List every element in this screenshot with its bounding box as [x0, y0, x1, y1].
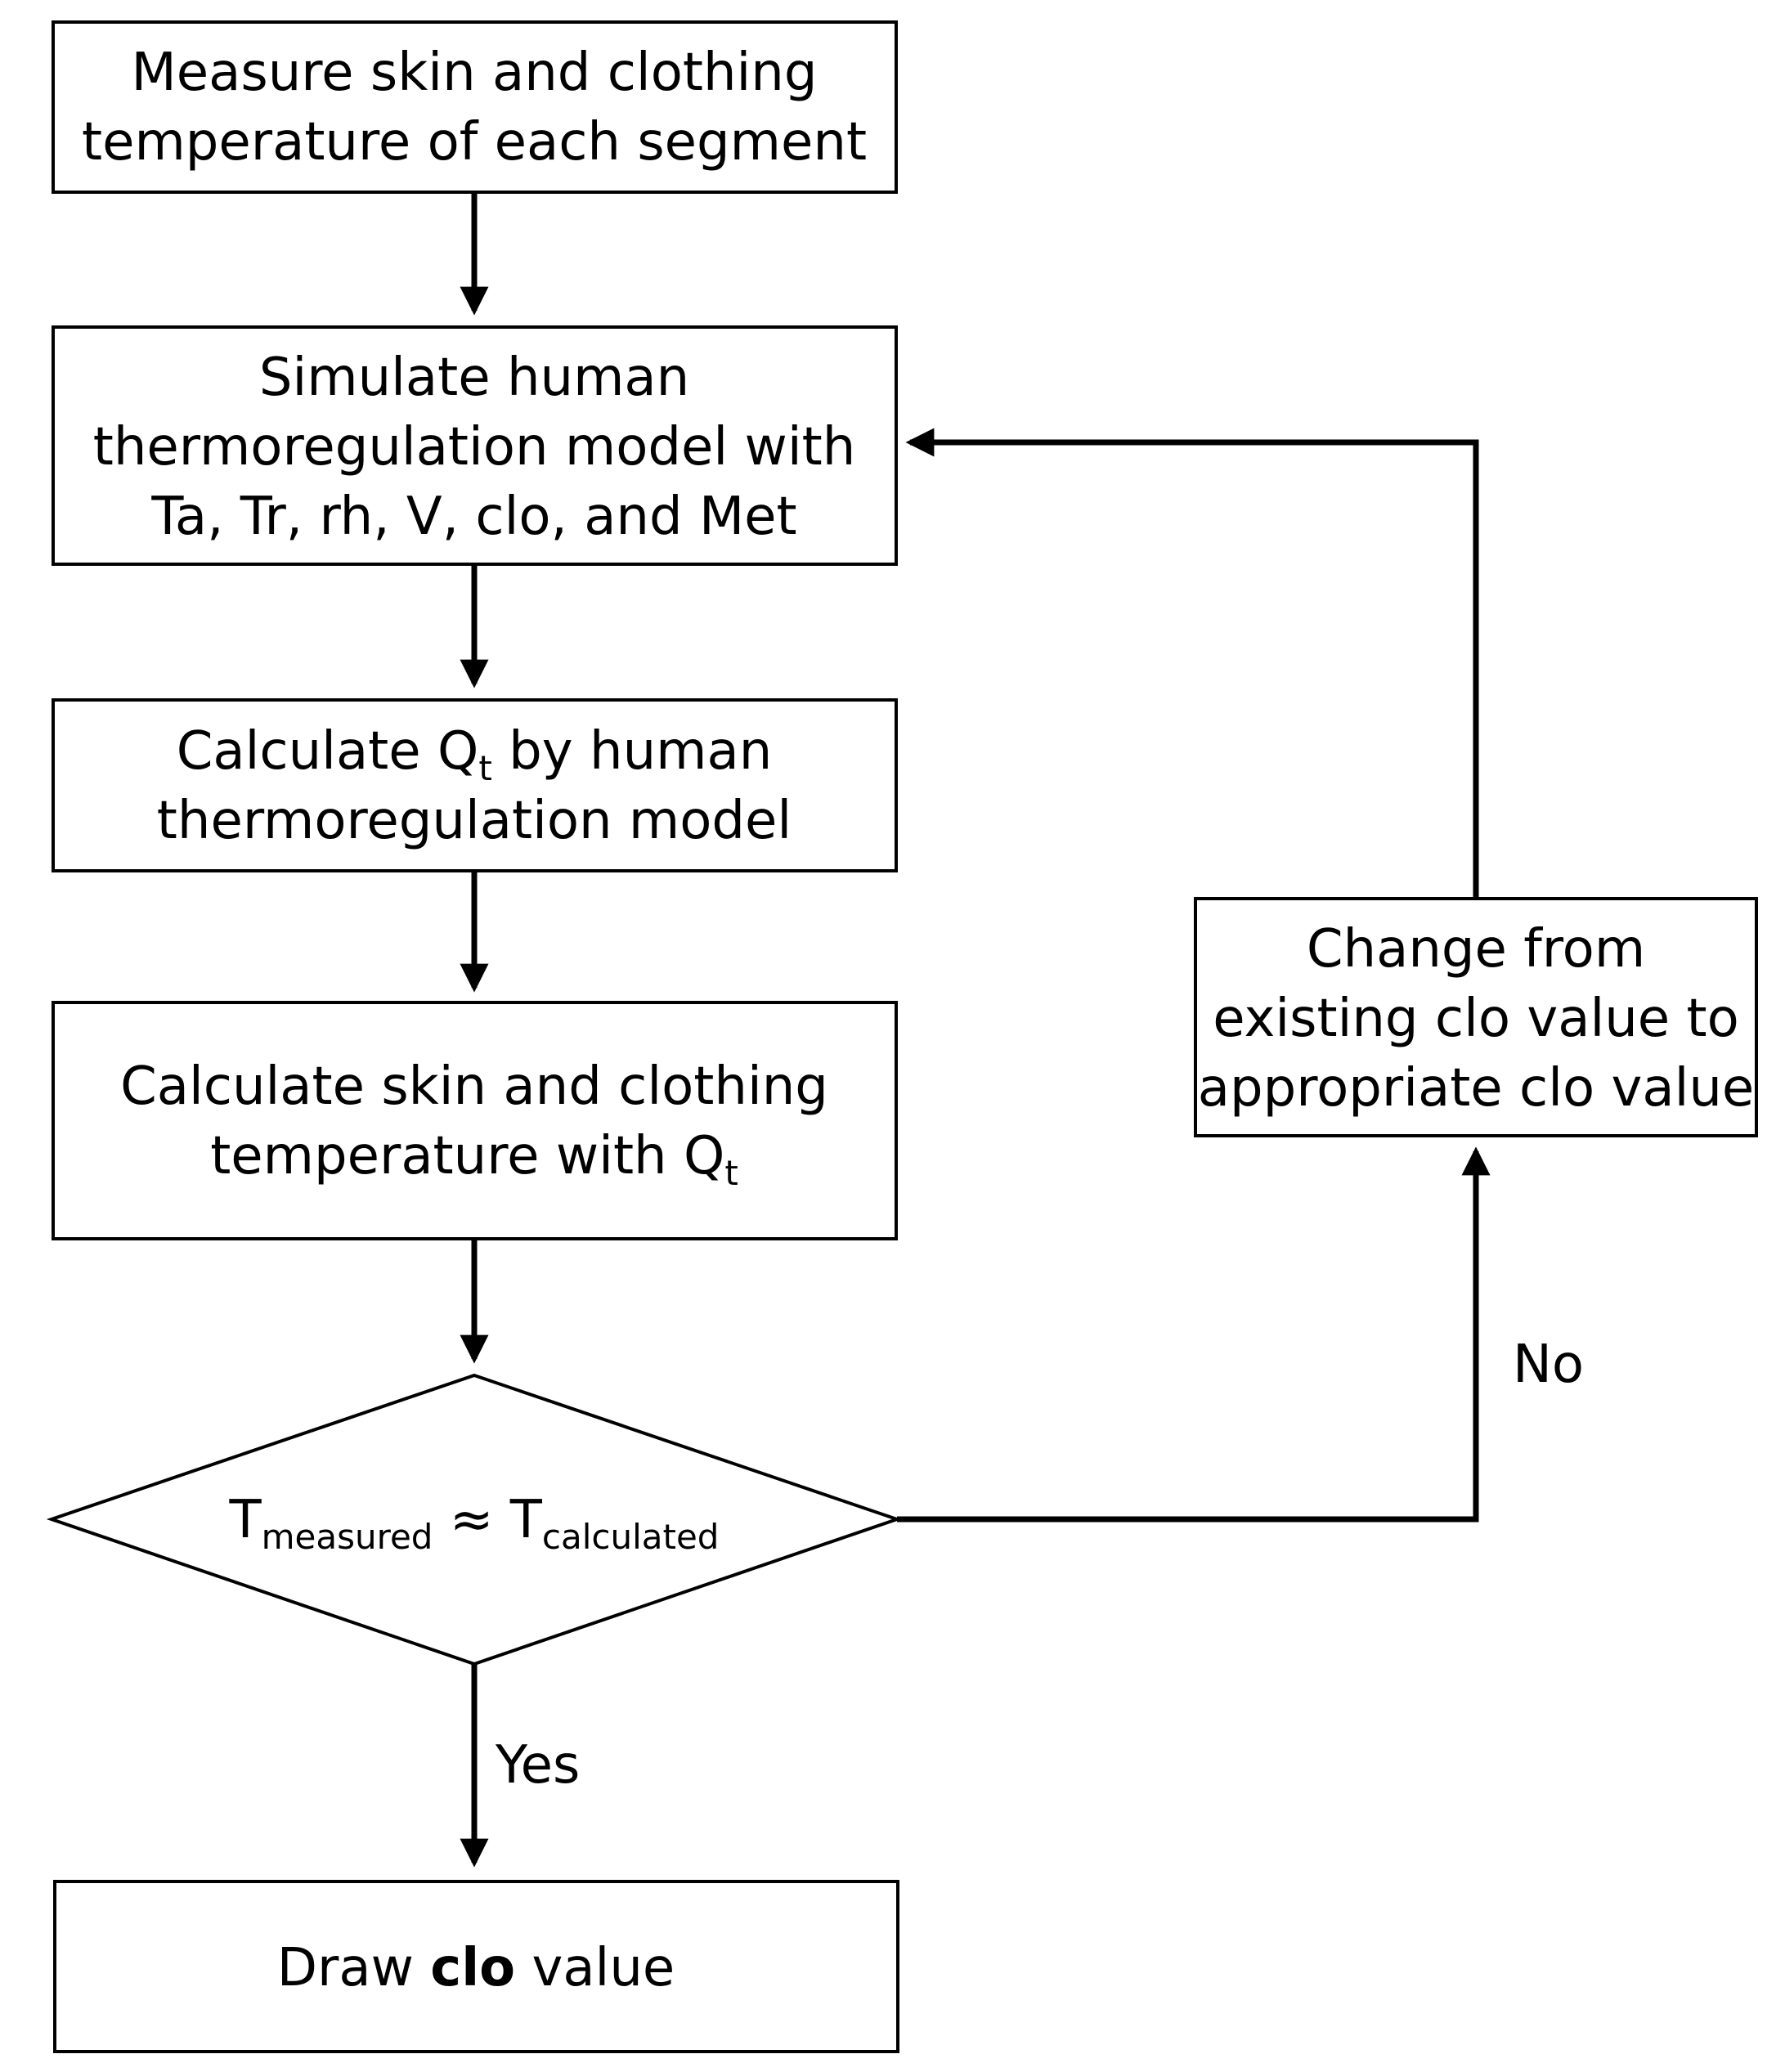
- decision-approx-symbol: ≈: [433, 1490, 509, 1550]
- edge-label-no: No: [1513, 1334, 1584, 1395]
- decision-condition: Tmeasured ≈ Tcalculated: [229, 1490, 720, 1557]
- step-draw-box: Draw clo value: [53, 1880, 899, 2053]
- step-simulate-box: Simulate human thermoregulation model wi…: [52, 325, 898, 566]
- decision-t1-subscript: measured: [262, 1517, 433, 1557]
- decision-t2-subscript: calculated: [542, 1517, 720, 1557]
- draw-suffix: value: [515, 1938, 675, 1998]
- arrow-change-to-simulate: [905, 428, 1479, 897]
- calc-qt-prefix: Calculate Q: [177, 721, 479, 782]
- decision-t2: T: [509, 1490, 543, 1550]
- step-change-box: Change from existing clo value to approp…: [1194, 897, 1758, 1137]
- step-calc-temp-box: Calculate skin and clothing temperature …: [52, 1001, 898, 1240]
- calc-temp-subscript: t: [724, 1153, 738, 1193]
- calc-temp-prefix: temperature with Q: [210, 1126, 724, 1186]
- connectors: [460, 192, 1491, 1868]
- step-measure-line2: temperature of each segment: [82, 112, 867, 173]
- step-calc-temp-line1: Calculate skin and clothing: [120, 1056, 828, 1117]
- step-change-line3: appropriate clo value: [1198, 1058, 1755, 1119]
- arrow-decision-no-to-change: [897, 1146, 1491, 1523]
- step-measure-box: Measure skin and clothing temperature of…: [52, 20, 898, 194]
- step-calc-qt-box: Calculate Qt by human thermoregulation m…: [52, 698, 898, 872]
- step-draw-label: Draw clo value: [277, 1938, 675, 1998]
- decision-diamond: Tmeasured ≈ Tcalculated: [46, 1373, 903, 1666]
- draw-prefix: Draw: [277, 1938, 431, 1998]
- step-change-line1: Change from: [1307, 919, 1645, 980]
- calc-qt-suffix: by human: [492, 721, 772, 782]
- step-simulate-line2: thermoregulation model with: [93, 417, 856, 478]
- step-calc-qt-line1: Calculate Qt by human: [177, 721, 773, 788]
- edge-label-yes: Yes: [495, 1735, 580, 1796]
- draw-bold-clo: clo: [430, 1938, 515, 1998]
- step-calc-temp-line2: temperature with Qt: [210, 1126, 738, 1193]
- step-simulate-line3: Ta, Tr, rh, V, clo, and Met: [150, 487, 796, 547]
- step-calc-qt-line2: thermoregulation model: [157, 791, 792, 851]
- calc-qt-subscript: t: [478, 748, 491, 788]
- decision-t1: T: [229, 1490, 262, 1550]
- step-simulate-line1: Simulate human: [259, 348, 689, 408]
- step-measure-line1: Measure skin and clothing: [132, 43, 818, 103]
- step-change-line2: existing clo value to: [1213, 989, 1739, 1049]
